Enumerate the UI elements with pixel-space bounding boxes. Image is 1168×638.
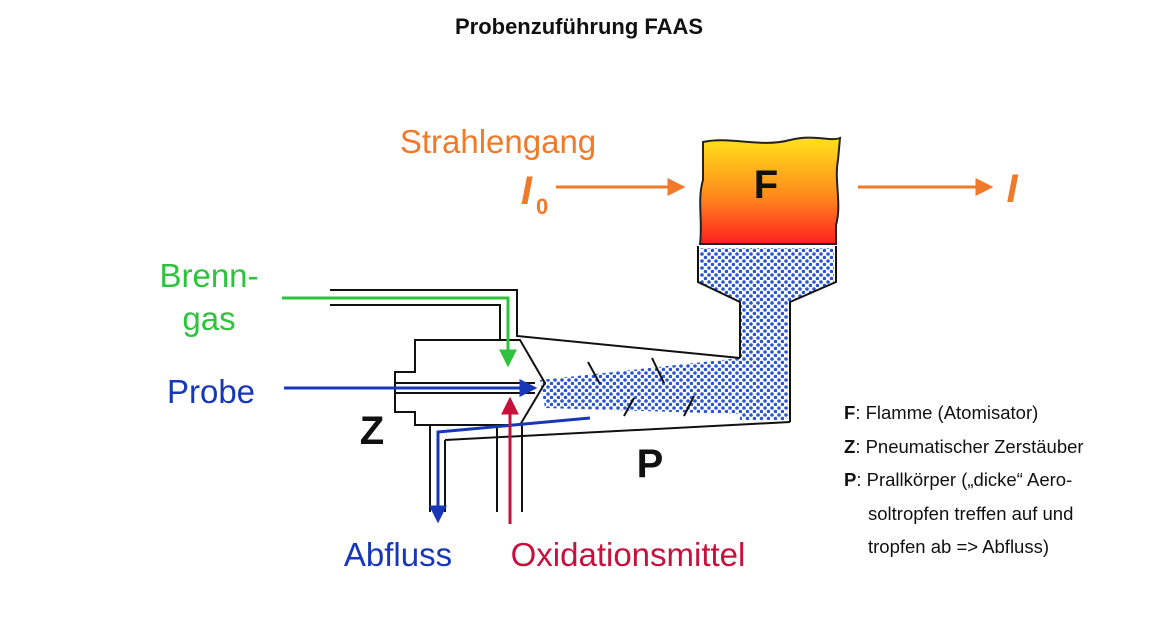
legend-item-p: P: Prallkörper („dicke“ Aero- (844, 463, 1164, 497)
drain-arrow (429, 416, 591, 524)
fuel-inner-wall (330, 304, 501, 340)
spray-chamber-top (330, 289, 741, 359)
legend: F: Flamme (Atomisator) Z: Pneumatischer … (844, 396, 1164, 564)
i0-label: I (521, 169, 533, 213)
nebulizer-capillary (395, 382, 535, 394)
beam-label: Strahlengang (400, 123, 596, 160)
page-title: Probenzuführung FAAS (454, 14, 704, 39)
fuel-arrow (282, 296, 517, 368)
legend-text: : Prallkörper („dicke“ Aero- (856, 469, 1073, 490)
flame-shape (698, 136, 842, 245)
flame-label: F (754, 163, 778, 207)
legend-key: P (844, 469, 857, 490)
impact-label: P (637, 442, 664, 486)
legend-text-continuation: tropfen ab => Abfluss) (868, 536, 1050, 557)
sample-label: Probe (167, 373, 255, 410)
oxidant-label: Oxidationsmittel (511, 536, 746, 573)
legend-key: F (844, 402, 856, 423)
legend-item-f: F: Flamme (Atomisator) (844, 396, 1164, 430)
legend-item-z: Z: Pneumatischer Zerstäuber (844, 430, 1164, 464)
legend-text: : Pneumatischer Zerstäuber (855, 435, 1084, 457)
burner-funnel-outline (697, 246, 741, 358)
legend-text: : Flamme (Atomisator) (855, 402, 1039, 423)
burner-funnel-outline-right (789, 246, 837, 422)
i-out-label: I (1006, 167, 1018, 211)
spray-chamber-bottom (444, 421, 791, 441)
impact-baffles (587, 357, 695, 417)
nebulizer-label: Z (360, 409, 384, 453)
aerosol-spray (540, 358, 740, 414)
aerosol-funnel (700, 248, 834, 302)
aerosol-column (740, 300, 788, 420)
legend-key: Z (844, 435, 856, 457)
legend-text-continuation: soltropfen treffen auf und (868, 502, 1074, 524)
fuel-label-line1: Brenn- (159, 257, 258, 294)
nebulizer-body (394, 339, 547, 426)
i0-subscript: 0 (536, 194, 548, 219)
drain-label: Abfluss (344, 536, 452, 573)
fuel-label-line2: gas (182, 300, 235, 337)
